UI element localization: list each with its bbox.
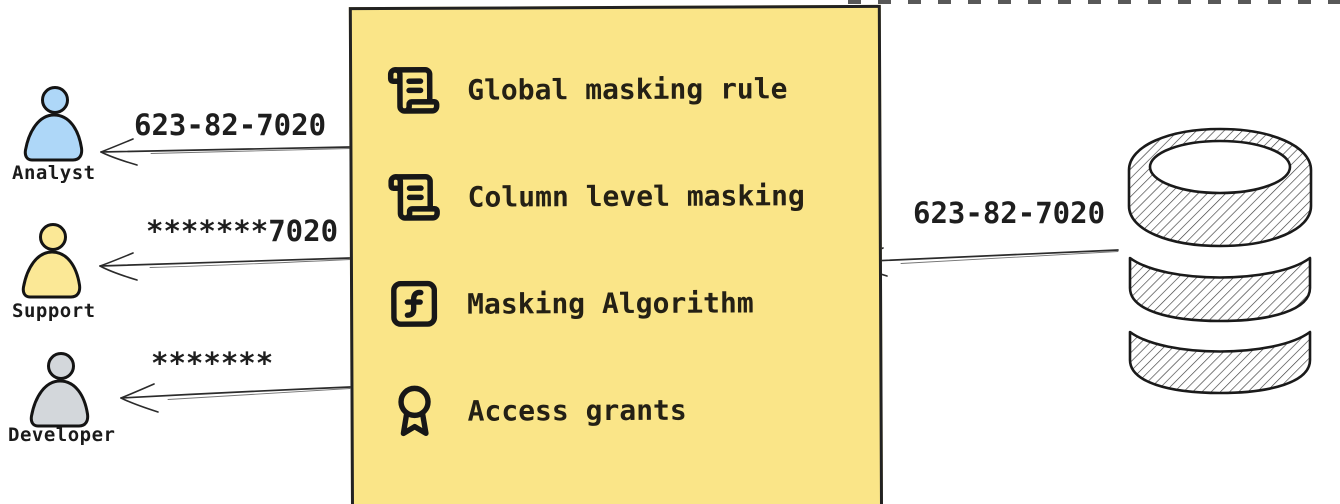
- rule-label: Masking Algorithm: [467, 285, 754, 321]
- rule-row-access-grants: Access grants: [387, 381, 879, 439]
- arrow-to-developer: [120, 383, 351, 413]
- masked-value-analyst: 623-82-7020: [134, 108, 327, 142]
- award-icon: [398, 385, 431, 437]
- arrow-to-analyst: [100, 138, 351, 166]
- masking-rules-panel: Global masking rule Column level masking…: [348, 4, 884, 504]
- function-square-icon: [391, 280, 438, 327]
- person-icon: [29, 352, 90, 428]
- persona-support: [20, 223, 84, 299]
- rule-label: Global masking rule: [467, 71, 788, 107]
- masked-value-support: *******7020: [146, 214, 339, 248]
- rule-row-global-masking: Global masking rule: [386, 60, 878, 118]
- persona-support-label: Support: [12, 300, 96, 322]
- arrow-to-support: [99, 252, 351, 281]
- rule-label: Column level masking: [467, 178, 805, 214]
- rule-label: Access grants: [467, 393, 687, 428]
- database-value-label: 623-82-7020: [913, 196, 1106, 230]
- rule-row-masking-algorithm: Masking Algorithm: [387, 274, 879, 332]
- scroll-text-icon: [388, 173, 440, 221]
- persona-developer: [28, 352, 92, 428]
- arrow-database-to-box: [848, 247, 1119, 277]
- database-icon: [1127, 127, 1313, 395]
- person-icon: [23, 86, 84, 162]
- rule-row-column-masking: Column level masking: [387, 167, 879, 225]
- scroll-text-icon: [387, 66, 440, 114]
- person-icon: [21, 223, 82, 299]
- persona-analyst: [22, 86, 86, 162]
- dashed-line-decoration: [848, 0, 1340, 4]
- persona-developer-label: Developer: [8, 424, 116, 446]
- masked-value-developer: *******: [151, 346, 274, 380]
- persona-analyst-label: Analyst: [12, 162, 96, 184]
